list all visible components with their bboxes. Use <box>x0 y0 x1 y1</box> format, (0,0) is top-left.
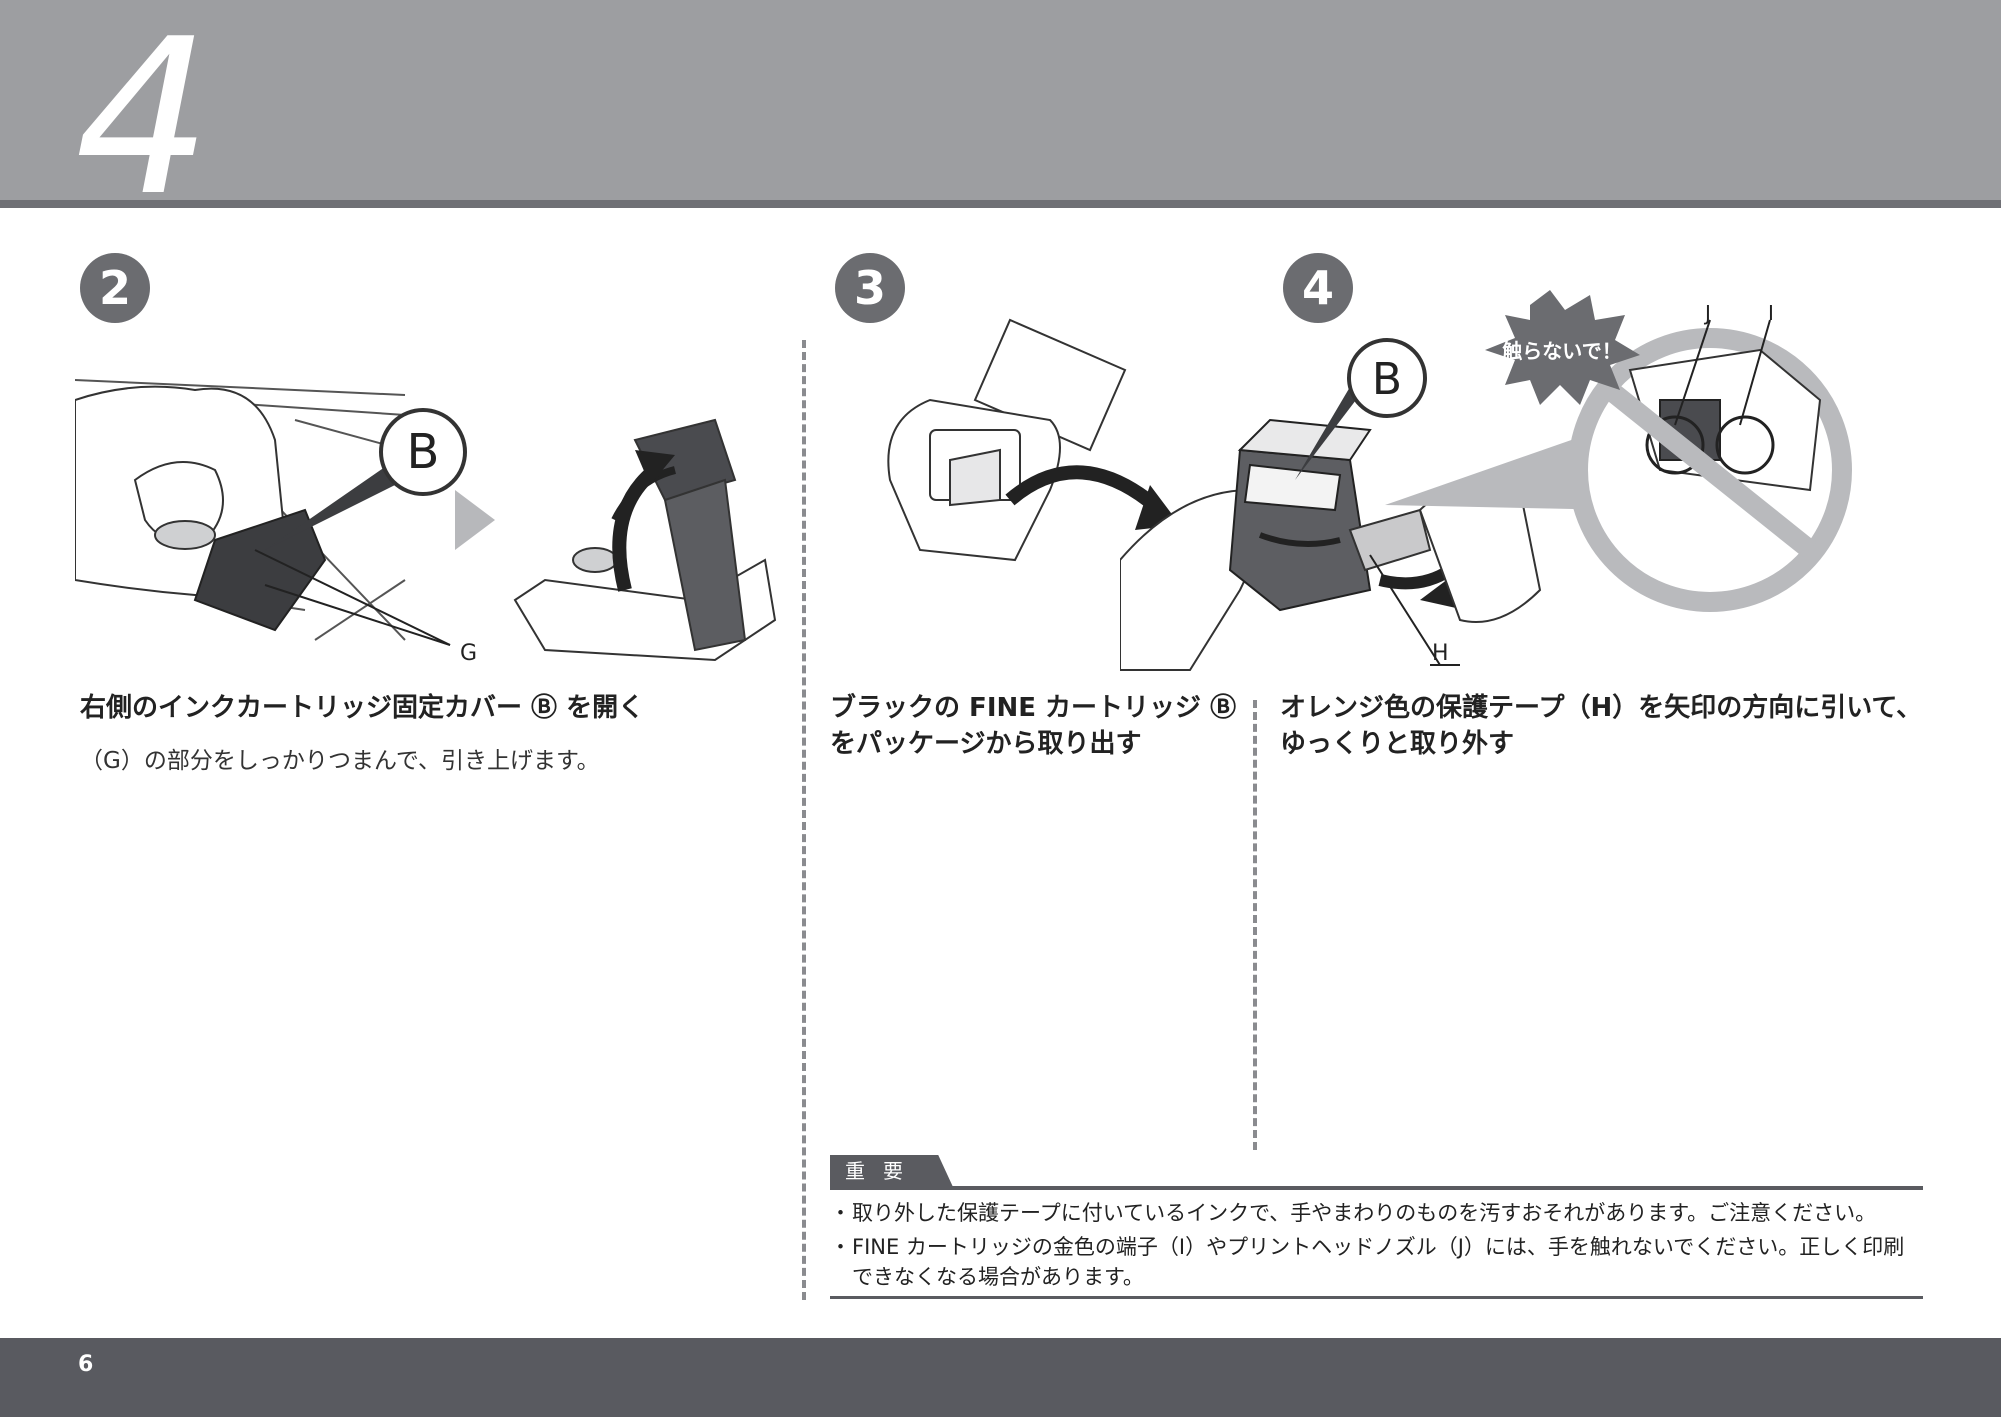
step-4-badge: 4 <box>1283 253 1353 323</box>
warning-burst-icon <box>1485 290 1640 405</box>
step-2-badge: 2 <box>80 253 150 323</box>
notice-rule-top <box>830 1186 1923 1190</box>
step-4-title-line-1: オレンジ色の保護テープ（H）を矢印の方向に引いて、 <box>1280 693 1923 723</box>
label-i: I <box>1768 301 1774 325</box>
step-3-badge: 3 <box>835 253 905 323</box>
header-band <box>0 0 2001 200</box>
important-notice-tab: 重要 <box>830 1155 953 1187</box>
column-divider-left <box>802 340 806 1300</box>
step-2-description: （G）の部分をしっかりつまんで、引き上げます。 <box>80 748 600 774</box>
notice-item: ・FINE カートリッジの金色の端子（I）やプリントヘッドノズル（J）には、手を… <box>830 1235 1905 1289</box>
step-3-illustration <box>887 318 1180 562</box>
page-number: 6 <box>78 1352 94 1377</box>
label-g: G <box>460 641 477 666</box>
step-2-title: 右側のインクカートリッジ固定カバー Ⓑ を開く <box>80 693 645 723</box>
label-j: J <box>1703 301 1711 325</box>
step-3-title-line-1: ブラックの FINE カートリッジ Ⓑ <box>830 693 1237 723</box>
step-4-title-line-2: ゆっくりと取り外す <box>1280 729 1515 759</box>
warning-burst-text: 触らないで！ <box>1502 339 1621 363</box>
footer-band <box>0 1338 2001 1417</box>
lift-arrow-icon <box>635 450 675 485</box>
column-divider-right <box>1253 700 1257 1150</box>
section-number: 4 <box>75 0 212 243</box>
callout-b-label-2: B <box>1372 354 1402 405</box>
notice-item: ・取り外した保護テープに付いているインクで、手やまわりのものを汚すおそれがありま… <box>830 1201 1877 1225</box>
step-2-illustration: B G <box>75 379 777 666</box>
label-h: H <box>1432 641 1449 666</box>
callout-b-label: B <box>407 424 440 480</box>
next-arrow-icon <box>455 490 495 550</box>
notice-rule-bottom <box>830 1296 1923 1299</box>
header-rule <box>0 200 2001 208</box>
step-3-title-line-2: をパッケージから取り出す <box>830 729 1142 759</box>
step-4-illustration: B H J I 触らないで！ <box>1120 290 1852 671</box>
